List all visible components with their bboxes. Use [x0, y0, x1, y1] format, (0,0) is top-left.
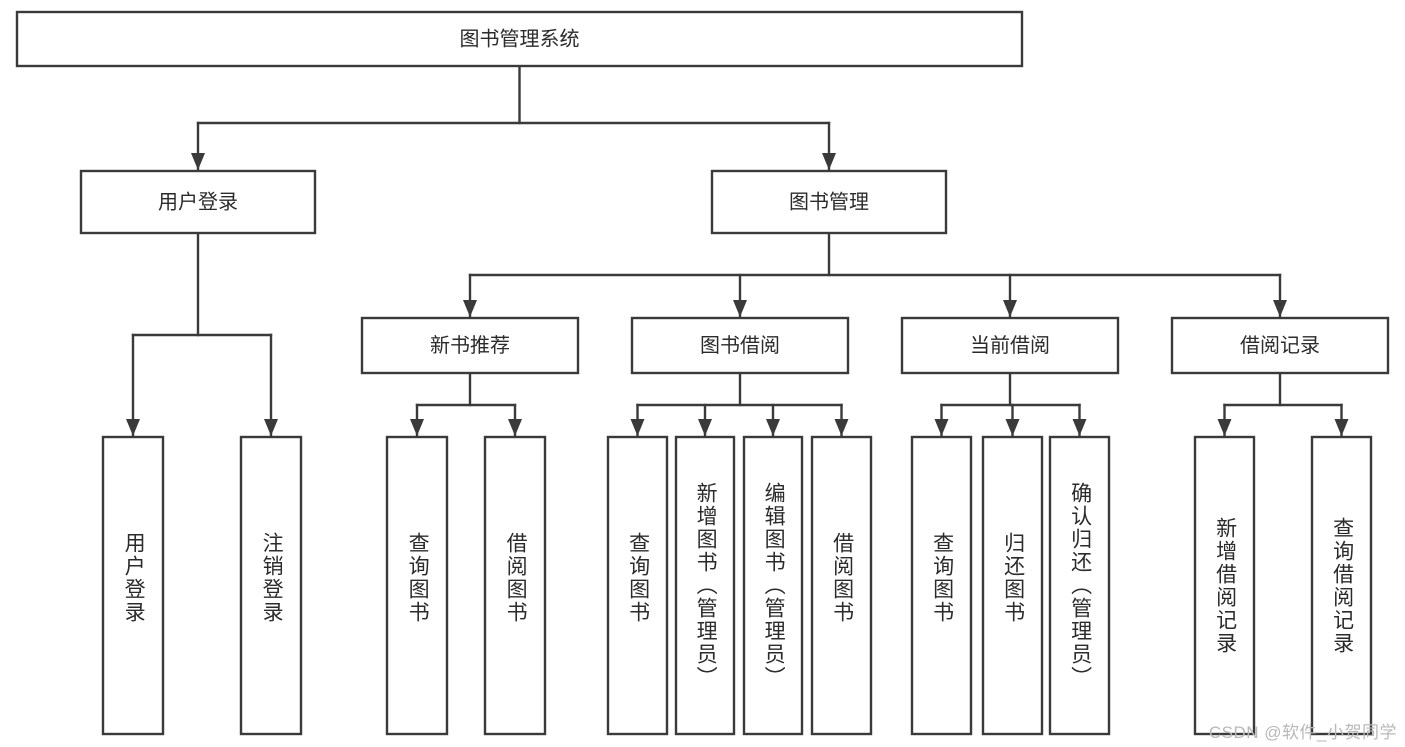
- leaf-node-box-0[interactable]: [101, 435, 165, 736]
- arrow-head-icon: [834, 419, 849, 436]
- arrow-head-icon: [1334, 419, 1349, 436]
- level2-node-label-1: 图书管理: [789, 190, 869, 213]
- level3-node-box-0[interactable]: [360, 316, 580, 375]
- level3-node-box-1[interactable]: [630, 316, 850, 375]
- level3-node-label-0: 新书推荐: [430, 334, 510, 357]
- level2-node-label-0: 用户登录: [158, 190, 238, 213]
- leaf-node-box-12[interactable]: [1310, 435, 1373, 736]
- boxes-layer: [15, 10, 1390, 736]
- arrow-head-icon: [410, 419, 424, 436]
- arrow-head-icon: [1005, 419, 1020, 436]
- leaf-node-box-2[interactable]: [385, 435, 449, 736]
- leaf-node-box-1[interactable]: [239, 435, 303, 736]
- arrow-head-icon: [630, 419, 645, 436]
- arrow-head-icon: [126, 419, 140, 436]
- arrow-head-icon: [822, 153, 836, 170]
- level3-node-label-1: 图书借阅: [700, 334, 780, 357]
- connectors-layer: [126, 64, 1349, 438]
- root-node-box[interactable]: [15, 10, 1024, 68]
- level3-node-box-3[interactable]: [1170, 316, 1390, 375]
- leaf-node-box-3[interactable]: [483, 435, 547, 736]
- level3-node-box-2[interactable]: [900, 316, 1120, 375]
- arrow-head-icon: [733, 300, 747, 317]
- level3-node-label-2: 当前借阅: [970, 334, 1050, 357]
- arrow-head-icon: [766, 419, 780, 436]
- level2-node-box-1[interactable]: [710, 169, 948, 235]
- arrow-head-icon: [1072, 419, 1087, 436]
- arrow-head-icon: [264, 419, 278, 436]
- arrow-head-icon: [463, 300, 477, 317]
- arrow-head-icon: [1273, 300, 1287, 317]
- leaf-node-box-4[interactable]: [606, 435, 669, 736]
- leaf-node-box-9[interactable]: [981, 435, 1044, 736]
- leaf-node-box-7[interactable]: [810, 435, 873, 736]
- leaf-node-box-5[interactable]: [674, 435, 736, 736]
- leaf-node-box-10[interactable]: [1048, 435, 1111, 736]
- arrow-head-icon: [191, 153, 205, 170]
- csdn-watermark: CSDN @软件_小贺同学: [1208, 723, 1397, 742]
- leaf-node-box-6[interactable]: [742, 435, 804, 736]
- arrow-head-icon: [1003, 300, 1017, 317]
- root-node-label: 图书管理系统: [460, 27, 580, 50]
- arrow-head-icon: [934, 419, 949, 436]
- level2-node-box-0[interactable]: [79, 169, 317, 235]
- leaf-node-box-8[interactable]: [910, 435, 973, 736]
- arrow-head-icon: [1217, 419, 1232, 436]
- arrow-head-icon: [698, 419, 712, 436]
- arrow-head-icon: [508, 419, 522, 436]
- leaf-node-box-11[interactable]: [1193, 435, 1256, 736]
- level3-node-label-3: 借阅记录: [1240, 334, 1320, 357]
